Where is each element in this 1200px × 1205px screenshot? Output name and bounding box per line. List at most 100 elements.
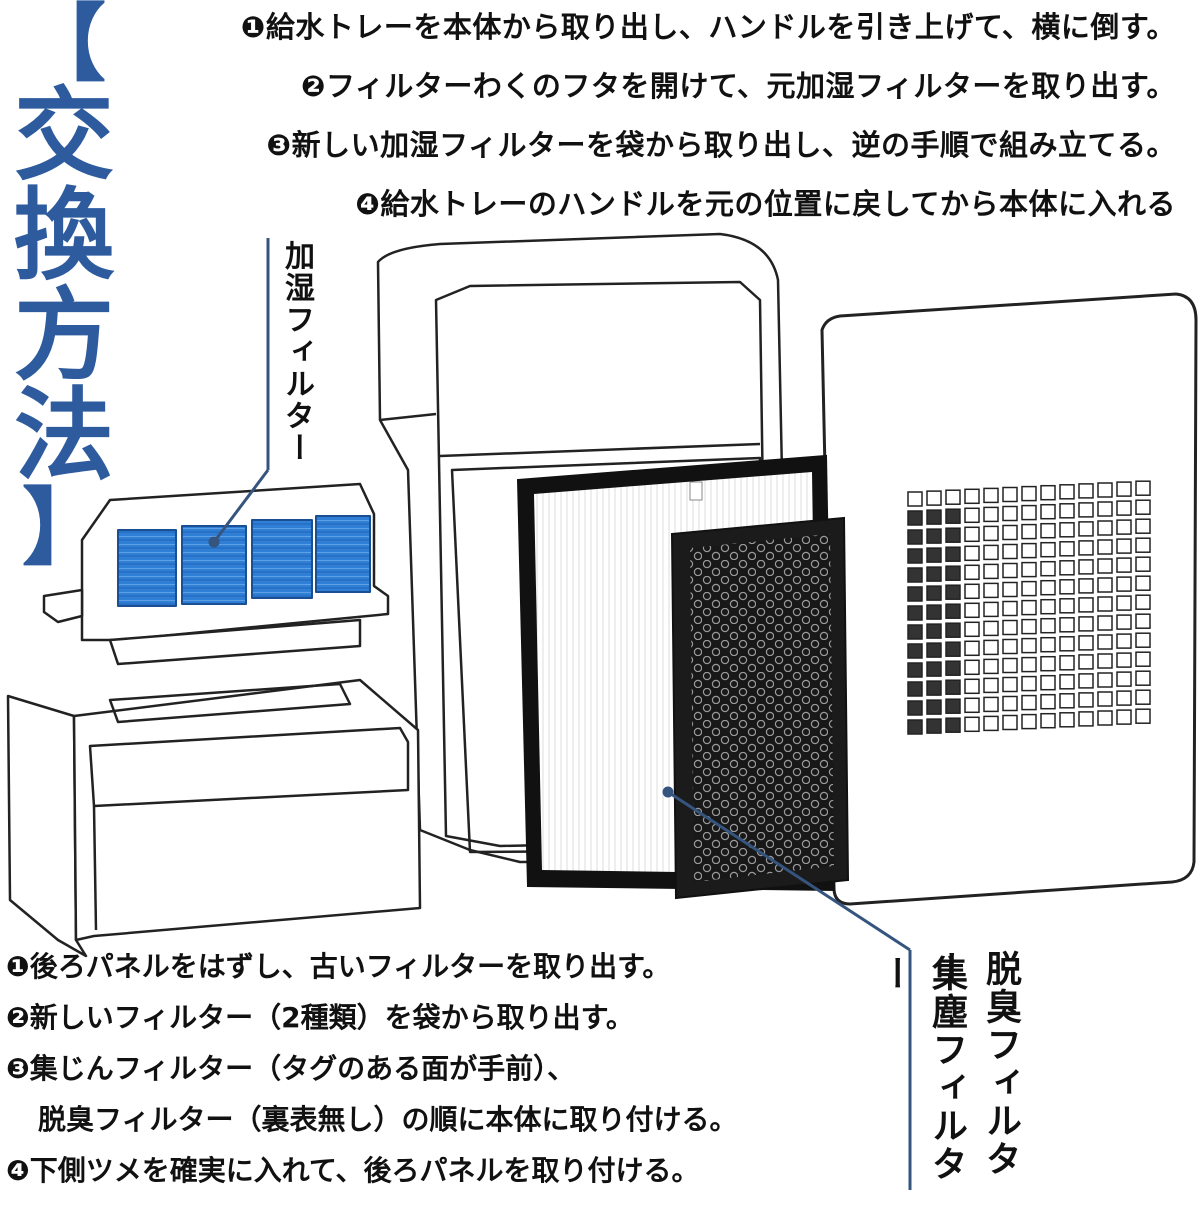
- step-item: ❹給水トレーのハンドルを元の位置に戻してから本体に入れる: [355, 187, 1176, 221]
- grille-vent: [964, 697, 980, 714]
- deodorizing-filter: [670, 516, 850, 900]
- grille-vent: [926, 490, 942, 506]
- title-char: 換: [14, 177, 114, 294]
- grille-vent: [1040, 503, 1056, 520]
- grille-vent: [1135, 480, 1151, 496]
- grille-vent: [983, 563, 999, 580]
- grille-vent: [1059, 484, 1075, 500]
- grille-vent: [1135, 708, 1151, 724]
- grille-vent: [1059, 674, 1075, 690]
- grille-vent: [1021, 618, 1037, 635]
- grille-vent: [1116, 671, 1132, 687]
- grille-vent: [1059, 522, 1075, 538]
- grille-vent: [1116, 633, 1132, 649]
- grille-vent: [1078, 559, 1094, 575]
- dust-filter-label: 集塵フィルター: [874, 955, 967, 1183]
- grille-vent: [926, 604, 942, 620]
- grille-vent: [1040, 522, 1056, 539]
- grille-vent: [926, 528, 942, 544]
- grille-vent: [945, 565, 961, 581]
- grille-vent: [1078, 540, 1094, 556]
- grille-vent: [907, 586, 923, 602]
- step-item: ❸新しい加湿フィルターを袋から取り出し、逆の手順で組み立てる。: [266, 128, 1176, 162]
- grille-vent: [1078, 654, 1094, 670]
- callout-lines: [208, 238, 912, 1190]
- water-tray: [6, 678, 422, 958]
- grille-vent: [1097, 482, 1113, 498]
- grille-vent: [1002, 600, 1018, 617]
- grille-vent: [907, 548, 923, 564]
- grille-vent: [1097, 672, 1113, 688]
- grille-vent: [1040, 655, 1056, 672]
- grille-vent: [945, 622, 961, 638]
- grille-vent: [1002, 505, 1018, 522]
- grille-vent: [1059, 560, 1075, 576]
- grille-vent: [926, 661, 942, 677]
- grille-vent: [1040, 579, 1056, 596]
- grille-vent: [1040, 674, 1056, 691]
- grille-vent: [1040, 617, 1056, 634]
- step-item: ❹下側ツメを確実に入れて、後ろパネルを取り付ける。: [6, 1154, 700, 1187]
- grille-vent: [1135, 594, 1151, 610]
- grille-vent: [1116, 614, 1132, 630]
- grille-vent: [983, 639, 999, 656]
- grille-vent: [1021, 637, 1037, 654]
- grille-vent: [1078, 578, 1094, 594]
- grille-vent: [983, 487, 999, 504]
- grille-vent: [1097, 634, 1113, 650]
- grille-vent: [945, 527, 961, 543]
- grille-vent: [1078, 635, 1094, 651]
- grille-vent: [926, 718, 942, 734]
- grille-vent: [1021, 580, 1037, 597]
- grille-vent: [1021, 713, 1037, 730]
- grille-vent: [1021, 656, 1037, 673]
- grille-vent: [1059, 636, 1075, 652]
- grille-vent: [907, 510, 923, 526]
- grille-vent: [1135, 613, 1151, 629]
- grille-vent: [926, 547, 942, 563]
- grille-vent: [907, 567, 923, 583]
- grille-vent: [1021, 675, 1037, 692]
- title-char: 方: [14, 277, 114, 394]
- grille-vent: [983, 677, 999, 694]
- step-item: ❶後ろパネルをはずし、古いフィルターを取り出す。: [6, 950, 671, 983]
- grille-vent: [1135, 556, 1151, 572]
- grille-vent: [1116, 709, 1132, 725]
- grille-vent: [1002, 676, 1018, 693]
- grille-vent: [907, 643, 923, 659]
- grille-vent: [945, 641, 961, 657]
- grille-vent: [1002, 657, 1018, 674]
- grille-vent: [1116, 652, 1132, 668]
- air-filter-replacement-steps: ❶後ろパネルをはずし、古いフィルターを取り出す。 ❷新しいフィルター（2種類）を…: [6, 950, 846, 1205]
- grille-vent: [1135, 670, 1151, 686]
- grille-vent: [1021, 485, 1037, 502]
- grille-vent: [1135, 499, 1151, 515]
- grille-vent: [1116, 481, 1132, 497]
- grille-vent: [1078, 616, 1094, 632]
- step-item: ❶給水トレーを本体から取り出し、ハンドルを引き上げて、横に倒す。: [240, 10, 1176, 44]
- grille-vent: [1021, 504, 1037, 521]
- grille-vent: [907, 491, 923, 507]
- grille-vent: [907, 605, 923, 621]
- grille-vent: [1135, 632, 1151, 648]
- grille-vent: [1040, 693, 1056, 710]
- humidifier-filter-label: 加湿フィルター: [279, 240, 314, 464]
- grille-vent: [926, 585, 942, 601]
- grille-vent: [983, 658, 999, 675]
- grille-vent: [907, 529, 923, 545]
- grille-vent: [1040, 484, 1056, 501]
- grille-vent: [1097, 596, 1113, 612]
- deodorizing-filter-label: 脱臭フィルター: [928, 950, 1021, 1178]
- grille-vent: [1097, 615, 1113, 631]
- grille-vent: [926, 623, 942, 639]
- grille-vent: [1059, 541, 1075, 557]
- grille-vent: [964, 545, 980, 562]
- step-item: 脱臭フィルター（裏表無し）の順に本体に取り付ける。: [38, 1103, 738, 1136]
- grille-vent: [1059, 503, 1075, 519]
- grille-vent: [1116, 595, 1132, 611]
- grille-vent: [964, 716, 980, 733]
- title-char: 交: [14, 77, 114, 194]
- grille-vent: [1078, 711, 1094, 727]
- step-item: ❸集じんフィルター（タグのある面が手前）、: [6, 1052, 576, 1085]
